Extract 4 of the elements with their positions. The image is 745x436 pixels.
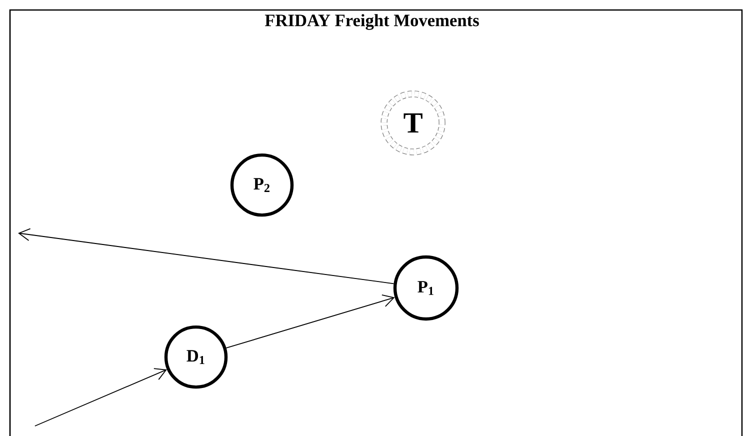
arrow — [34, 368, 167, 426]
arrow — [226, 294, 395, 348]
title: FRIDAY Freight Movements — [264, 14, 479, 30]
arrow — [18, 228, 394, 284]
